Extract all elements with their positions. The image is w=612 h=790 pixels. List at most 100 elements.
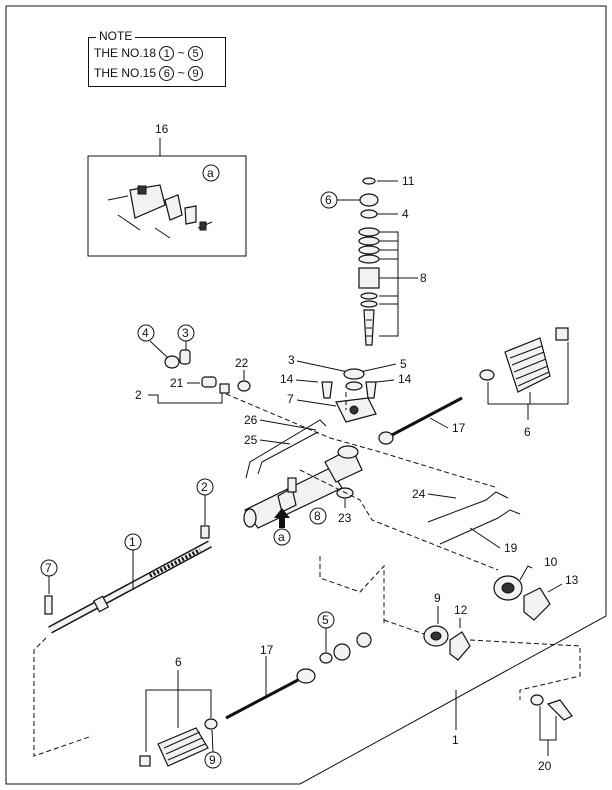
callout-4-left bbox=[137, 324, 155, 342]
label-19: 19 bbox=[504, 541, 518, 555]
note-line-2: THE NO.15 6 ~ 9 bbox=[94, 66, 204, 82]
note-line-2-prefix: THE NO.15 bbox=[94, 66, 157, 80]
ring-5-mid bbox=[345, 381, 363, 391]
note-line-2-to: 9 bbox=[188, 66, 204, 82]
callout-a-inset bbox=[202, 164, 220, 182]
pipe-24 bbox=[427, 491, 509, 523]
label-20: 20 bbox=[538, 759, 552, 773]
plug-3-left bbox=[179, 349, 191, 365]
tie-rod-end-lower bbox=[296, 668, 316, 684]
label-6-right: 6 bbox=[524, 425, 531, 439]
label-4-left: 4 bbox=[142, 326, 149, 340]
label-7-circle: 7 bbox=[45, 561, 52, 575]
ring-5-low bbox=[319, 652, 333, 664]
tie-rod-end-upper bbox=[378, 431, 394, 445]
cap-2 bbox=[219, 383, 230, 394]
label-2: 2 bbox=[135, 388, 142, 402]
label-17-lower: 17 bbox=[260, 643, 274, 657]
inset-box bbox=[87, 155, 247, 257]
label-9-low: 9 bbox=[209, 753, 216, 767]
washer-20 bbox=[530, 694, 544, 706]
note-line-1-prefix: THE NO.18 bbox=[94, 46, 157, 60]
callout-a-main bbox=[273, 528, 291, 546]
label-5-low: 5 bbox=[322, 613, 329, 627]
frame-border bbox=[5, 5, 607, 785]
part-22 bbox=[237, 380, 251, 392]
pinion-stack bbox=[358, 177, 380, 346]
label-1: 1 bbox=[452, 733, 459, 747]
label-25: 25 bbox=[244, 433, 258, 447]
pipe-26 bbox=[245, 419, 327, 479]
spring-21 bbox=[201, 376, 217, 388]
label-10: 10 bbox=[544, 555, 558, 569]
label-a-inset: a bbox=[207, 166, 214, 180]
bushing-low bbox=[333, 643, 351, 661]
label-7-mid: 7 bbox=[287, 392, 294, 406]
pipe-19 bbox=[439, 509, 521, 545]
label-14-right: 14 bbox=[398, 372, 412, 386]
label-2-circle: 2 bbox=[201, 480, 208, 494]
nut-4-left bbox=[164, 355, 180, 369]
bolt-20 bbox=[546, 699, 573, 721]
label-6-top: 6 bbox=[325, 193, 332, 207]
label-14-left: 14 bbox=[280, 372, 294, 386]
note-tilde-1: ~ bbox=[177, 46, 185, 60]
label-8-left: 8 bbox=[314, 509, 321, 523]
nut-lower bbox=[139, 755, 151, 767]
bush-10 bbox=[493, 575, 523, 601]
label-24: 24 bbox=[412, 487, 426, 501]
bracket-8 bbox=[379, 231, 399, 337]
label-13: 13 bbox=[565, 573, 579, 587]
label-1-circle: 1 bbox=[129, 535, 136, 549]
note-line-1: THE NO.18 1 ~ 5 bbox=[94, 46, 204, 62]
dash-route-4 bbox=[383, 619, 425, 635]
label-6-low: 6 bbox=[175, 655, 182, 669]
label-3-left: 3 bbox=[182, 326, 189, 340]
rack-shaft bbox=[48, 540, 212, 634]
note-line-2-from: 6 bbox=[159, 66, 175, 82]
bolt-14-left bbox=[321, 381, 333, 399]
label-a-main: a bbox=[278, 530, 285, 544]
tie-rod-upper bbox=[389, 396, 463, 438]
note-line-1-to: 5 bbox=[188, 46, 204, 62]
label-4-top: 4 bbox=[402, 207, 409, 221]
tie-rod-lower bbox=[225, 678, 299, 720]
dash-route-6 bbox=[33, 637, 93, 757]
label-26: 26 bbox=[244, 413, 258, 427]
label-21: 21 bbox=[170, 376, 184, 390]
nut-right bbox=[555, 327, 569, 341]
label-11: 11 bbox=[402, 174, 415, 188]
label-3-mid: 3 bbox=[288, 353, 295, 367]
label-12: 12 bbox=[454, 603, 468, 617]
note-box bbox=[88, 37, 226, 87]
label-17-upper: 17 bbox=[452, 421, 466, 435]
pipe-25 bbox=[257, 431, 319, 475]
label-5-mid: 5 bbox=[400, 357, 407, 371]
clamp-lower bbox=[204, 718, 218, 730]
callout-8-left bbox=[309, 507, 327, 525]
pin-7 bbox=[44, 595, 53, 615]
dash-route-5 bbox=[469, 639, 581, 700]
clamp-right bbox=[479, 369, 495, 381]
label-23: 23 bbox=[338, 511, 352, 525]
cap-3-mid bbox=[343, 368, 365, 380]
label-8-right: 8 bbox=[420, 271, 427, 285]
bracket-20 bbox=[539, 706, 557, 741]
label-22: 22 bbox=[235, 356, 249, 370]
inset-bracket-parts bbox=[107, 184, 213, 239]
note-tilde-2: ~ bbox=[177, 66, 185, 80]
boot-lower bbox=[157, 727, 209, 767]
pin-8-left bbox=[200, 525, 210, 539]
note-title: NOTE bbox=[96, 29, 136, 43]
label-9-mid: 9 bbox=[434, 591, 441, 605]
label-16: 16 bbox=[155, 122, 169, 136]
note-line-1-from: 1 bbox=[159, 46, 175, 62]
dash-route-3 bbox=[319, 556, 385, 626]
arrow-a bbox=[274, 508, 290, 528]
boot-right bbox=[504, 337, 551, 393]
bracket-2 bbox=[148, 393, 223, 404]
dash-route-1 bbox=[225, 393, 499, 489]
bracket-13 bbox=[523, 587, 551, 621]
